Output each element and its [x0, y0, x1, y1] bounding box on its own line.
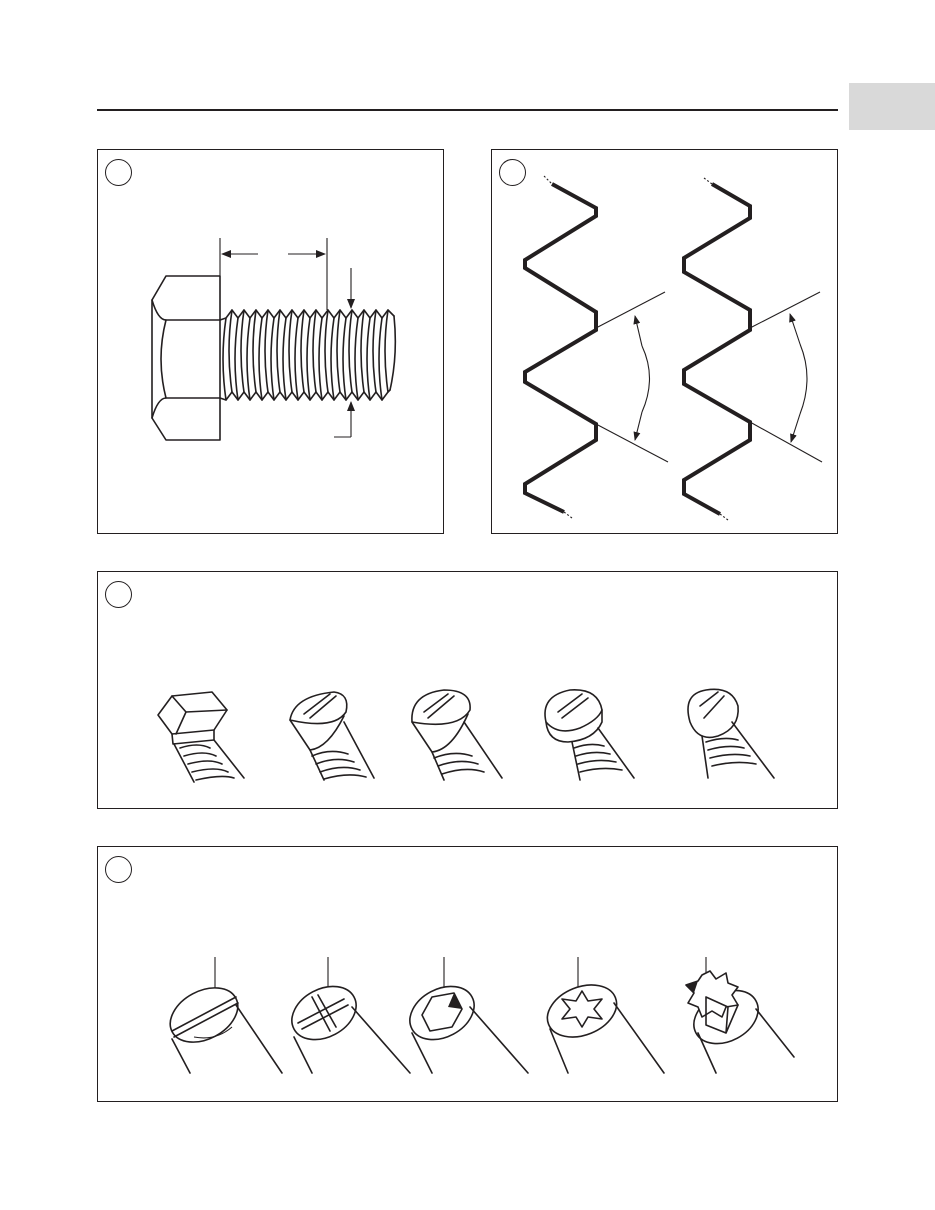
head-type-hex [157, 691, 245, 783]
figure-badge-bolt [105, 159, 132, 186]
thread-angle-right [749, 291, 823, 463]
head-types-drawing [157, 688, 775, 783]
bolt-length-dimension [219, 238, 328, 310]
bolt-threaded-shank [219, 309, 397, 401]
bolt-drawing [151, 238, 397, 441]
head-type-oval-slotted [411, 689, 503, 781]
figure-badge-thread-profiles [499, 159, 526, 186]
drive-type-slotted [169, 957, 283, 1074]
figure-bolt-panel [97, 149, 444, 534]
thread-profiles-drawing [523, 175, 823, 521]
drive-types-drawing [169, 957, 795, 1074]
drive-type-phillips [291, 957, 411, 1074]
drive-type-external-star [685, 957, 795, 1074]
thread-angle-left [595, 291, 669, 463]
head-type-cheese-slotted [544, 689, 635, 781]
figure-badge-drive-types [105, 856, 132, 883]
drive-type-hex-socket [409, 957, 529, 1074]
thread-profile-pointed [523, 175, 598, 519]
head-type-flat-slotted [289, 691, 375, 781]
thread-profile-flat [682, 177, 752, 521]
bolt-hex-head [151, 275, 221, 441]
bolt-diameter-dimension [334, 268, 355, 438]
figure-thread-profiles-panel [491, 149, 838, 534]
header-rule [97, 109, 838, 111]
chapter-tab [849, 83, 935, 130]
head-type-round-slotted [687, 688, 775, 779]
figure-badge-head-types [105, 581, 132, 608]
drive-type-torx [546, 957, 665, 1074]
figure-drive-types-panel [97, 846, 838, 1102]
figure-head-types-panel [97, 571, 838, 809]
